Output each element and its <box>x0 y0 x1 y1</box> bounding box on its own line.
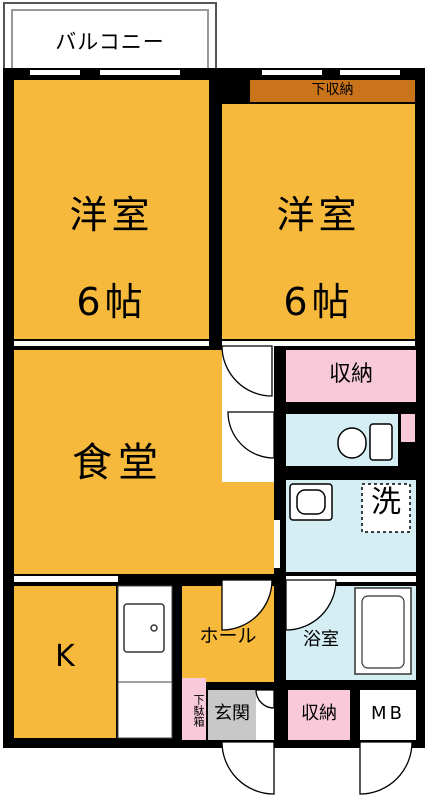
storage-upper-area <box>286 350 416 402</box>
kitchen-label: K <box>55 639 75 674</box>
lower-storage-area <box>250 80 415 102</box>
shoe-box-label: 下駄箱 <box>192 693 205 727</box>
toilet-side-panel <box>401 414 415 442</box>
kitchen-sink <box>123 603 165 653</box>
storage-lower-area <box>288 690 350 740</box>
room-type: 洋室 <box>276 192 361 237</box>
meter-box-area <box>360 690 416 740</box>
washer-label: 洗 <box>371 485 401 520</box>
window <box>340 70 400 75</box>
door-swing <box>227 411 275 459</box>
window <box>262 70 322 75</box>
bedroom-right-label: 洋室 6帖 <box>222 150 415 368</box>
balcony-area <box>3 2 217 70</box>
window <box>30 70 80 75</box>
entrance-label: 玄関 <box>214 703 250 724</box>
window <box>222 341 415 346</box>
window <box>274 520 280 568</box>
door-swing <box>255 689 275 709</box>
bathtub <box>354 587 412 675</box>
door-swing <box>285 579 337 631</box>
toilet-icon <box>337 423 393 461</box>
column <box>222 80 248 102</box>
storage-lower-label: 収納 <box>301 703 337 724</box>
kitchen-area <box>14 586 116 738</box>
drain-icon <box>150 624 158 632</box>
bedroom-left-label: 洋室 6帖 <box>14 150 209 368</box>
room-size: 6帖 <box>76 280 147 325</box>
bathtub-inner <box>361 595 405 669</box>
hall-label: ホール <box>199 625 257 647</box>
door-swing <box>221 345 273 397</box>
storage-upper-label: 収納 <box>328 362 373 387</box>
bedroom-left-area <box>14 80 209 339</box>
bath-label: 浴室 <box>303 629 339 650</box>
doors <box>221 345 413 795</box>
window <box>14 576 118 582</box>
washer-space <box>361 483 411 533</box>
dining-label: 食堂 <box>72 440 164 486</box>
windows <box>14 70 416 582</box>
room-type: 洋室 <box>69 192 154 237</box>
lower-storage-label: 下収納 <box>311 82 354 98</box>
room-size: 6帖 <box>283 280 354 325</box>
shoe-box-area <box>182 678 206 740</box>
door-swing <box>359 741 413 795</box>
wash-basin-icon <box>289 483 333 521</box>
window <box>14 341 209 346</box>
window <box>286 576 416 582</box>
balcony-label: バルコニー <box>55 30 165 54</box>
window <box>100 70 180 75</box>
entrance-area <box>208 690 256 740</box>
door-swing <box>221 579 273 631</box>
meter-box-label: MB <box>371 703 405 724</box>
bedroom-right-area <box>222 104 415 339</box>
door-swing <box>221 741 275 795</box>
